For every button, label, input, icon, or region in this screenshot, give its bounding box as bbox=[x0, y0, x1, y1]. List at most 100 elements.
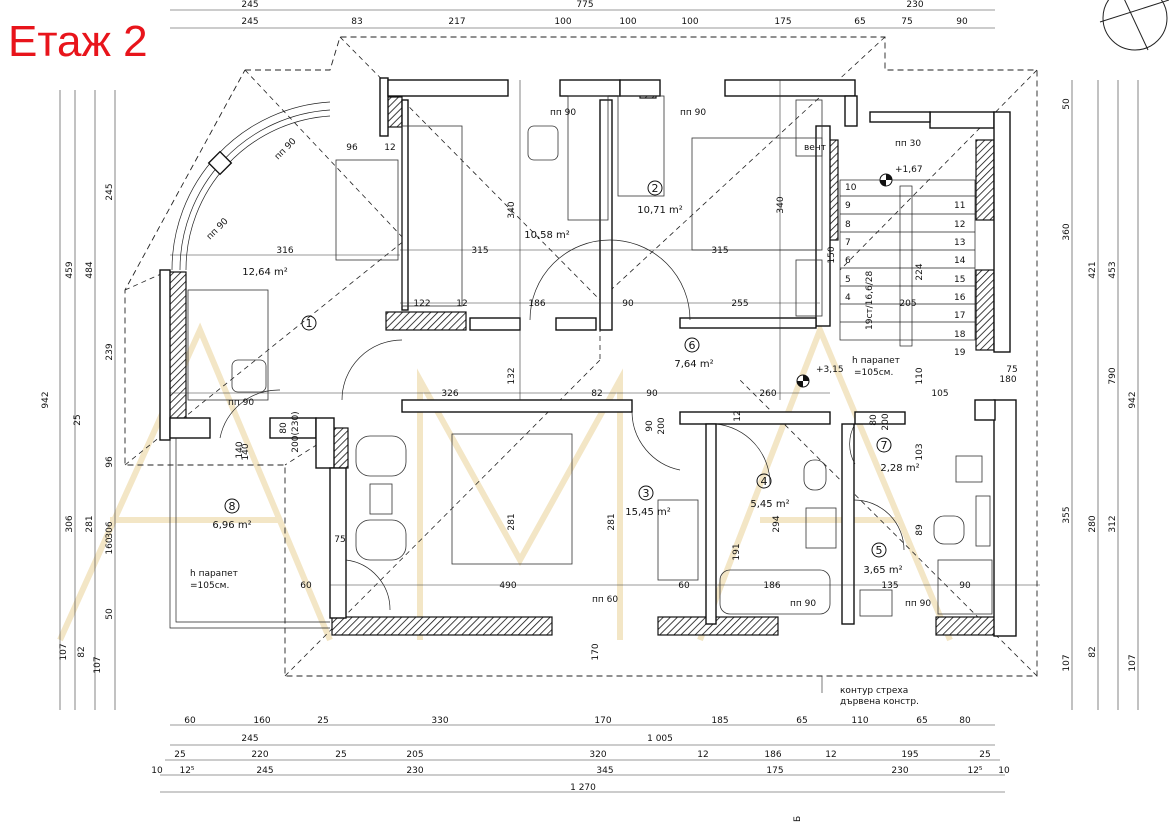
dim-label: 82 bbox=[1088, 646, 1098, 657]
dim-label: 186 bbox=[764, 750, 781, 760]
dim-label: 186 bbox=[763, 581, 780, 591]
stair-step: 11 bbox=[954, 201, 965, 211]
dim-label: 12 bbox=[384, 143, 395, 153]
section-mark: Б bbox=[793, 816, 803, 822]
dim-label: 245 bbox=[241, 734, 258, 744]
room-4-number: 4 bbox=[761, 475, 768, 488]
roof-outline-note-2: дървена констр. bbox=[840, 697, 919, 707]
room-7-area: 2,28 m² bbox=[880, 463, 919, 474]
dim-label: 75 bbox=[334, 535, 345, 545]
dim-label: 12 bbox=[456, 299, 467, 309]
dim-label: 90 bbox=[622, 299, 634, 309]
dim-label: 245 bbox=[256, 766, 273, 776]
dim-label: 170 bbox=[594, 716, 611, 726]
dim-label: 122 bbox=[413, 299, 430, 309]
dim-label: 312 bbox=[1108, 515, 1118, 532]
terrace-railing bbox=[169, 438, 330, 629]
dim-label: 200 bbox=[657, 417, 667, 434]
dim-label: 132 bbox=[507, 367, 517, 384]
dim-label: 175 bbox=[774, 17, 791, 27]
furniture bbox=[187, 95, 993, 617]
dim-label: 205 bbox=[899, 299, 916, 309]
dim-label: 82 bbox=[591, 389, 602, 399]
stair-step-numbers: 10 9 8 7 6 5 4 11 12 13 14 15 16 17 18 1… bbox=[845, 183, 966, 358]
room-5-area: 3,65 m² bbox=[863, 565, 902, 576]
dim-label: 281 bbox=[507, 513, 517, 530]
dim-label: 281 bbox=[85, 515, 95, 532]
dim-label: 200(230) bbox=[291, 411, 301, 452]
dim-label: 230 bbox=[891, 766, 908, 776]
top-dimensions: 245 775 230 245 83 217 100 100 100 175 6… bbox=[241, 0, 968, 27]
stair-step: 13 bbox=[954, 238, 965, 248]
dim-label: 320 bbox=[589, 750, 606, 760]
dim-label: 25 bbox=[73, 414, 83, 425]
dim-label: 96 bbox=[105, 456, 115, 468]
dim-label: 185 bbox=[711, 716, 728, 726]
dim-label: 135 bbox=[881, 581, 898, 591]
dim-label: 60 bbox=[678, 581, 690, 591]
dim-label: 60 bbox=[300, 581, 312, 591]
bay-window bbox=[171, 101, 331, 271]
dim-label: 239 bbox=[105, 343, 115, 360]
dim-label: 942 bbox=[1128, 391, 1138, 408]
dim-label: 12⁵ bbox=[179, 766, 194, 776]
room-4-area: 5,45 m² bbox=[750, 499, 789, 510]
dim-label: 260 bbox=[759, 389, 776, 399]
dim-label: 170 bbox=[591, 643, 601, 660]
dim-label: 326 bbox=[441, 389, 458, 399]
dim-label: 191 bbox=[732, 543, 742, 560]
dim-label: 107 bbox=[93, 656, 103, 673]
room-2-area: 10,71 m² bbox=[637, 205, 683, 216]
vent-label: вент bbox=[804, 143, 826, 153]
dim-label: 453 bbox=[1108, 261, 1118, 278]
dim-label: 140 bbox=[241, 443, 251, 460]
dim-label: 90 bbox=[956, 17, 968, 27]
room-1-number: 1 bbox=[306, 317, 313, 330]
dim-label: 80 bbox=[959, 716, 971, 726]
dim-label: 330 bbox=[431, 716, 448, 726]
dim-label: 110 bbox=[851, 716, 868, 726]
staircase bbox=[839, 179, 976, 347]
dim-label: 160 bbox=[253, 716, 270, 726]
dim-label: 96 bbox=[346, 143, 358, 153]
dim-label: 107 bbox=[1128, 654, 1138, 671]
dim-label: 25 bbox=[174, 750, 185, 760]
stair-step: 8 bbox=[845, 220, 851, 230]
bottom-dimensions: 60 160 25 330 170 185 65 110 65 80 245 1… bbox=[151, 716, 1010, 793]
parapet-note-label: h парапет bbox=[852, 356, 900, 366]
dim-label: 100 bbox=[554, 17, 571, 27]
stair-step: 17 bbox=[954, 311, 965, 321]
dim-label: 12⁵ bbox=[967, 766, 982, 776]
dim-label: 82 bbox=[77, 646, 87, 657]
room-3-area: 15,45 m² bbox=[625, 507, 671, 518]
level-top-label: +1,67 bbox=[895, 165, 923, 175]
dim-label: 360 bbox=[1062, 223, 1072, 240]
stair-step: 14 bbox=[954, 256, 966, 266]
level-mid-label: +3,15 bbox=[816, 365, 844, 375]
dim-label: 60 bbox=[184, 716, 196, 726]
stair-step: 12 bbox=[954, 220, 965, 230]
stair-step: 9 bbox=[845, 201, 851, 211]
dim-total-label: 1 270 bbox=[570, 783, 596, 793]
dim-label: 421 bbox=[1088, 261, 1098, 278]
opening-label: пп 90 bbox=[905, 599, 931, 609]
room-5-number: 5 bbox=[876, 544, 883, 557]
dim-label: 217 bbox=[448, 17, 465, 27]
dim-label: 10 bbox=[151, 766, 163, 776]
dim-label: 200 bbox=[881, 413, 891, 430]
dim-label: 205 bbox=[406, 750, 423, 760]
opening-label: пп 90 bbox=[205, 216, 231, 242]
dim-label: 281 bbox=[607, 513, 617, 530]
stair-step: 10 bbox=[845, 183, 857, 193]
room-6-area: 7,64 m² bbox=[674, 359, 713, 370]
dim-label: 10 bbox=[998, 766, 1010, 776]
dim-label: 25 bbox=[335, 750, 346, 760]
stair-step: 18 bbox=[954, 330, 966, 340]
dim-label: 75 bbox=[901, 17, 912, 27]
right-dimensions: 942 790 360 421 453 355 280 312 107 82 1… bbox=[999, 98, 1138, 672]
dim-label: 50 bbox=[105, 608, 115, 620]
north-arrow bbox=[1099, 0, 1169, 51]
opening-label: пп 60 bbox=[592, 595, 618, 605]
dim-label: 25 bbox=[317, 716, 328, 726]
